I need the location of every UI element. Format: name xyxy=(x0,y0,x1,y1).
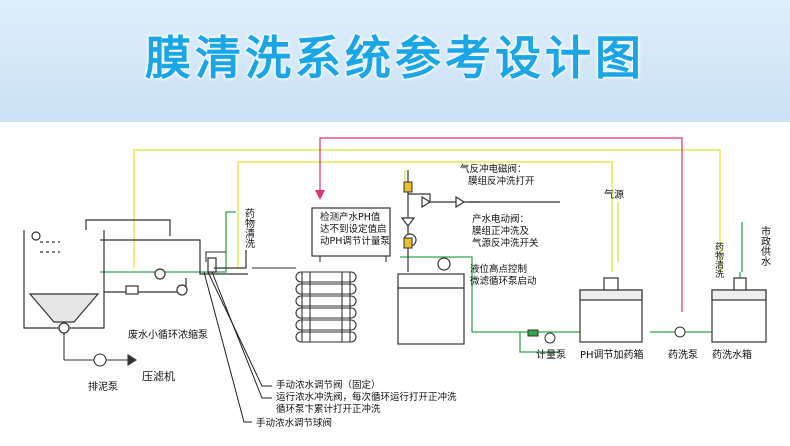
gas-source-label: 气源 xyxy=(604,188,624,201)
waste-loop-piping xyxy=(85,219,248,296)
filter-press-label: 压滤机 xyxy=(142,369,175,383)
wash-pump xyxy=(674,326,686,338)
process-diagram: 压滤机 排泥泵 废水小循环浓缩泵 药物清洗 xyxy=(23,137,771,429)
gas-backwash-label: 气反冲电磁阀： xyxy=(460,163,527,175)
ph-check-label: 检测产水PH值 xyxy=(320,211,381,223)
yellow-signal-lines xyxy=(133,149,721,272)
product-valve-label: 产水电动阀： xyxy=(472,213,529,225)
level-control-label-2: 微滤循环泵启动 xyxy=(470,275,537,287)
municipal-water-label: 市政供水 xyxy=(759,225,771,266)
sludge-pump xyxy=(63,333,138,367)
chem-wash-label: 药物清洗 xyxy=(243,208,255,249)
annotation-leaders xyxy=(203,271,272,423)
gas-backwash-label-2: 膜组反冲洗打开 xyxy=(468,175,535,187)
waste-pump-label: 废水小循环浓缩泵 xyxy=(128,328,208,341)
note-manual-concentrate-valve: 手动浓水调节阀（固定） xyxy=(276,379,381,391)
page-title: 膜清洗系统参考设计图 xyxy=(145,31,645,85)
ph-check-label-2: 达不到设定值启 xyxy=(320,223,387,235)
product-valve-label-3: 气源反冲洗开关 xyxy=(472,237,539,249)
svg-text:药物清洗: 药物清洗 xyxy=(243,208,255,249)
gas-valve-icon xyxy=(403,181,413,249)
wash-tank-label: 药洗水箱 xyxy=(712,348,752,361)
sludge-pump-label: 排泥泵 xyxy=(88,380,118,393)
level-control-label: 液位高点控制 xyxy=(470,263,527,275)
title-banner xyxy=(0,0,790,122)
wash-pump-label: 药洗泵 xyxy=(668,349,698,361)
product-valve-label-2: 膜组正冲洗及 xyxy=(472,225,530,237)
note-flush-valve: 运行浓水冲洗阀，每次循环运行打开正冲洗 xyxy=(276,391,457,403)
metering-pump xyxy=(527,329,556,344)
chem-wash-label-2: 药物清洗 xyxy=(713,242,724,279)
note-manual-ball-valve: 手动浓水调节球阀 xyxy=(256,417,332,429)
ph-check-label-3: 动PH调节计量泵 xyxy=(320,235,390,247)
sedimentation-tank xyxy=(23,230,105,334)
membrane-stack xyxy=(295,271,357,343)
product-tank xyxy=(311,170,560,345)
ph-dosing-tank xyxy=(579,277,643,343)
wash-tank xyxy=(711,277,767,343)
pink-line xyxy=(315,137,683,312)
note-flush-valve-2: 循环泵卞累计打开正冲洗 xyxy=(276,403,381,415)
ph-tank-label: PH调节加药箱 xyxy=(580,348,644,361)
metering-pump-label: 计量泵 xyxy=(536,348,566,361)
